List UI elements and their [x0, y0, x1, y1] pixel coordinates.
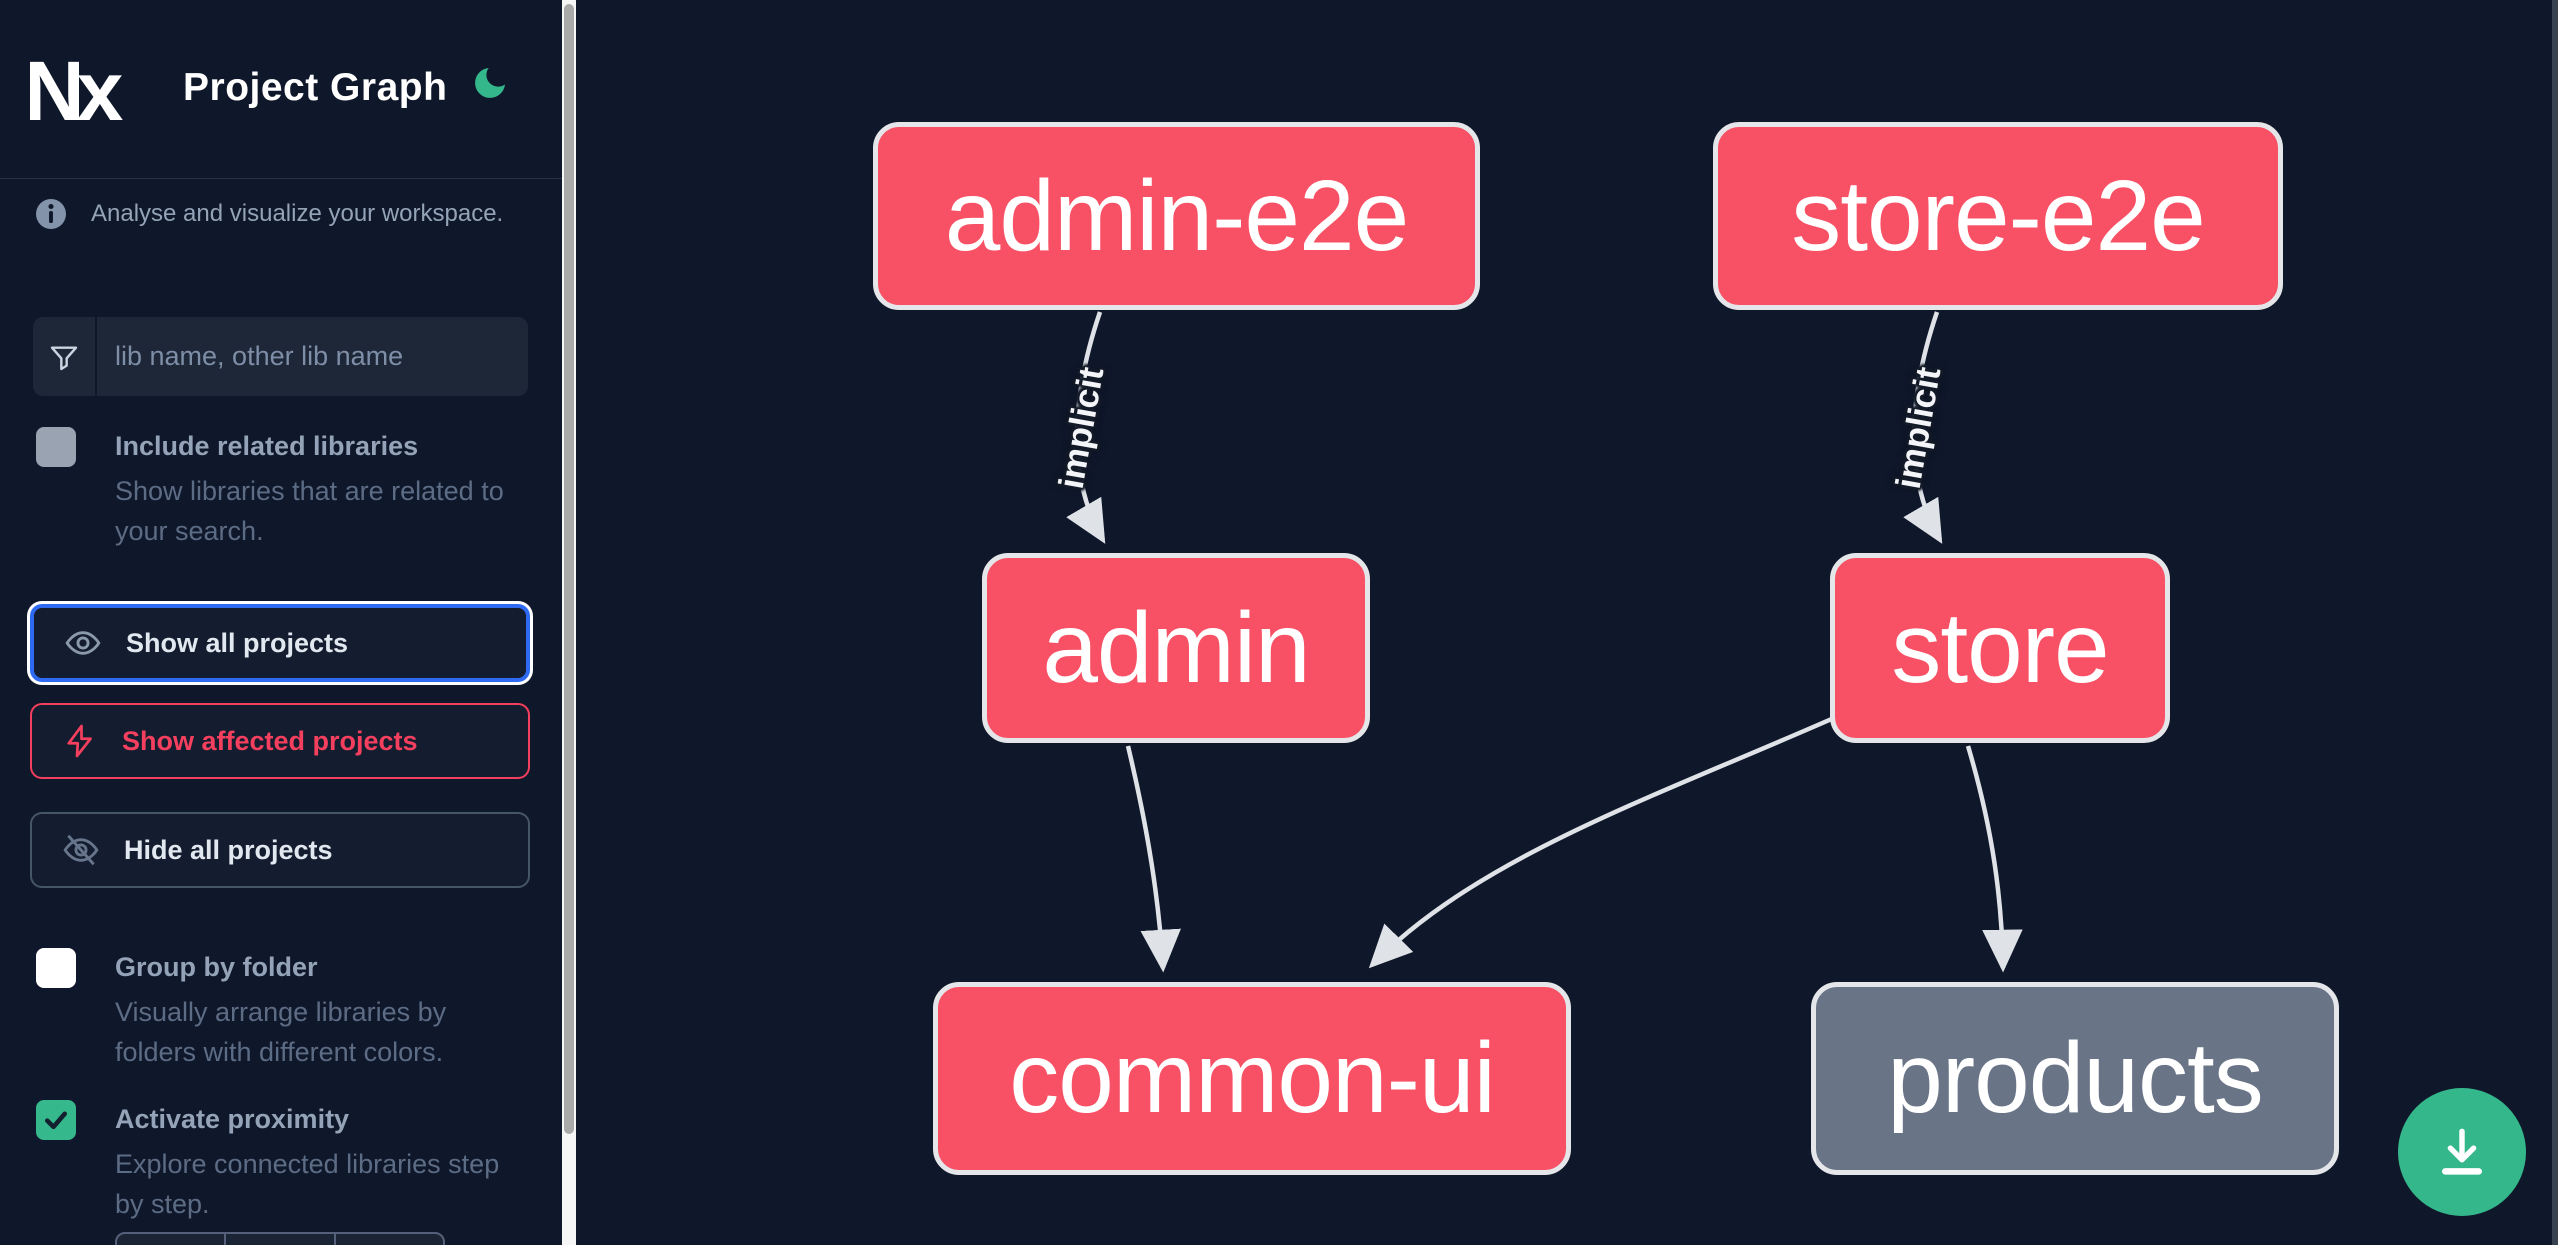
toggle-include-related: Include related libraries Show libraries… [36, 427, 536, 547]
group-by-folder-checkbox[interactable] [36, 948, 76, 988]
sidebar-scrollbar-thumb[interactable] [564, 4, 574, 1134]
graph-node-admin-e2e[interactable]: admin-e2e [873, 122, 1480, 310]
graph-node-common-ui[interactable]: common-ui [933, 982, 1571, 1175]
toggle-group-by-folder: Group by folder Visually arrange librari… [36, 948, 536, 1068]
window-scrollbar[interactable] [2552, 0, 2558, 1245]
activate-proximity-description: Explore connected libraries step by step… [115, 1149, 500, 1219]
toggle-activate-proximity: Activate proximity Explore connected lib… [36, 1100, 536, 1230]
graph-node-store[interactable]: store [1830, 553, 2170, 743]
edge-store-e2e-to-store [1903, 311, 1943, 544]
edge-admin-to-common-ui [1125, 745, 1181, 973]
search-box [33, 317, 528, 396]
proximity-decrement[interactable] [117, 1234, 227, 1245]
edge-store-to-common-ui [1368, 711, 1844, 969]
group-by-folder-label: Group by folder [115, 952, 318, 982]
hide-all-projects-label: Hide all projects [124, 834, 333, 865]
nx-logo: Nx [30, 44, 132, 134]
show-affected-projects-button[interactable]: Show affected projects [30, 703, 530, 779]
activate-proximity-checkbox[interactable] [36, 1100, 76, 1140]
edge-store-to-products [1965, 745, 2023, 973]
activate-proximity-label: Activate proximity [115, 1104, 350, 1134]
hide-all-projects-button[interactable]: Hide all projects [30, 812, 530, 888]
proximity-stepper[interactable] [115, 1232, 445, 1245]
header-divider [0, 178, 562, 179]
lightning-bolt-icon [67, 724, 92, 758]
download-graph-button[interactable] [2398, 1088, 2526, 1216]
funnel-filter-icon [33, 317, 97, 396]
graph-node-admin[interactable]: admin [982, 553, 1370, 743]
include-related-label: Include related libraries [115, 431, 419, 461]
moon-icon [475, 67, 505, 98]
theme-toggle-button[interactable] [468, 62, 512, 106]
sidebar-scrollbar-track [562, 0, 576, 1245]
show-all-projects-label: Show all projects [126, 627, 349, 658]
eye-icon [65, 631, 101, 655]
edge-admin-e2e-to-admin [1066, 311, 1106, 544]
show-all-projects-button[interactable]: Show all projects [30, 604, 530, 682]
sidebar: Nx Project Graph Analyse and visualize y… [0, 0, 576, 1245]
tagline-row: Analyse and visualize your workspace. [33, 196, 553, 232]
proximity-value [226, 1234, 336, 1245]
svg-text:Nx: Nx [30, 44, 124, 134]
show-affected-projects-label: Show affected projects [122, 725, 418, 756]
group-by-folder-description: Visually arrange libraries by folders wi… [115, 997, 447, 1067]
checkmark-icon [45, 1111, 67, 1130]
graph-node-products[interactable]: products [1811, 982, 2339, 1175]
graph-node-store-e2e[interactable]: store-e2e [1713, 122, 2283, 310]
include-related-description: Show libraries that are related to your … [115, 476, 504, 546]
eye-off-icon [63, 834, 99, 866]
tagline-text: Analyse and visualize your workspace. [91, 200, 504, 227]
search-input[interactable] [97, 317, 528, 396]
download-icon [2441, 1128, 2483, 1175]
info-icon [36, 199, 66, 229]
page-title: Project Graph [183, 66, 448, 109]
include-related-checkbox[interactable] [36, 427, 76, 467]
